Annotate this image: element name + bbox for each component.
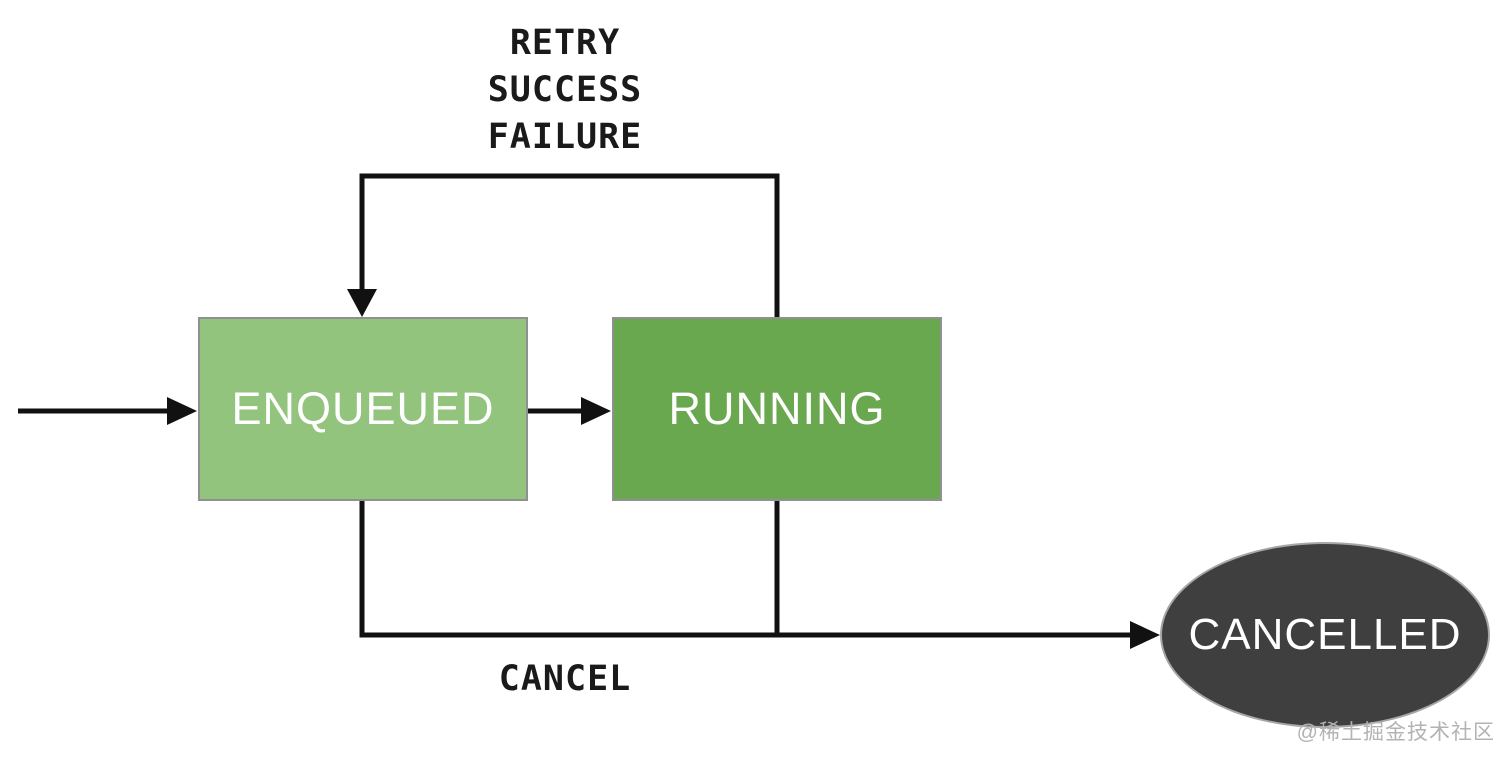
running-to-enqueued-retry-arrow	[347, 173, 780, 317]
retry-label: RETRY	[509, 23, 621, 63]
watermark-text: @稀土掘金技术社区	[1296, 721, 1495, 744]
state-node-running: RUNNING	[612, 317, 942, 501]
entry-arrow	[18, 397, 197, 425]
failure-label: FAILURE	[487, 117, 643, 157]
success-label: SUCCESS	[487, 70, 643, 110]
state-node-cancelled-label: CANCELLED	[1188, 610, 1462, 659]
retry-edge-labels: RETRY SUCCESS FAILURE	[390, 20, 740, 161]
cancel-label: CANCEL	[498, 659, 632, 699]
enqueued-to-running-arrow	[528, 397, 611, 425]
cancel-arrow	[359, 498, 1160, 649]
state-node-running-label: RUNNING	[668, 383, 886, 434]
state-node-cancelled: CANCELLED	[1160, 542, 1490, 728]
state-node-enqueued-label: ENQUEUED	[231, 383, 495, 434]
state-node-enqueued: ENQUEUED	[198, 317, 528, 501]
